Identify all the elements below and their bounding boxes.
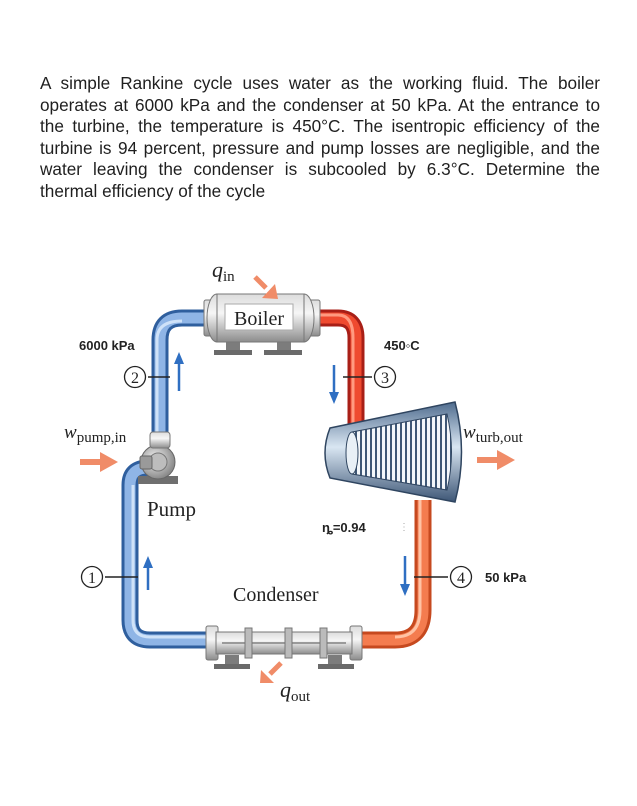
q-in-arrow (253, 275, 278, 299)
pump-label: Pump (147, 497, 196, 521)
pipe-pump-to-boiler (151, 309, 214, 459)
state-4-label: 4 (457, 570, 465, 587)
dotted-mark: ⋮ (399, 522, 409, 533)
turbine-efficiency-label: ȵ=0.94 (322, 520, 366, 535)
flow-arrow-state-3 (329, 365, 339, 404)
boiler (203, 293, 321, 355)
q-in-label: qin (212, 257, 235, 285)
w-turb-label: wturb,out (463, 422, 524, 446)
condenser-label: Condenser (233, 584, 319, 606)
w-pump-arrow (80, 452, 118, 472)
flow-arrow-state-4 (400, 556, 410, 596)
pump (138, 431, 178, 484)
q-out-arrow (260, 661, 283, 683)
state-marker-1: 1 (80, 565, 138, 589)
state-2-label: 2 (131, 370, 139, 387)
w-turb-arrow (477, 450, 515, 470)
flow-arrow-state-1 (143, 556, 153, 590)
pipe-condenser-to-pump (121, 459, 224, 649)
q-out-label: qout (280, 677, 311, 705)
condenser (205, 625, 363, 669)
flow-arrow-state-2 (174, 352, 184, 391)
pipe-turbine-to-condenser (358, 500, 432, 649)
state-marker-2: 2 (123, 365, 170, 389)
condenser-pressure-label: 50 kPa (485, 570, 527, 585)
state-marker-4: 4 (414, 565, 473, 589)
pipe-boiler-to-turbine (318, 309, 365, 430)
w-pump-label: wpump,in (64, 422, 127, 446)
boiler-label: Boiler (234, 308, 284, 330)
state-marker-3: 3 (343, 365, 397, 389)
turbine (324, 401, 463, 503)
turbine-inlet-temperature-label: 450◦C (384, 338, 420, 353)
problem-statement: A simple Rankine cycle uses water as the… (40, 73, 600, 201)
state-1-label: 1 (88, 570, 96, 587)
boiler-pressure-label: 6000 kPa (79, 338, 135, 353)
state-3-label: 3 (381, 370, 389, 387)
